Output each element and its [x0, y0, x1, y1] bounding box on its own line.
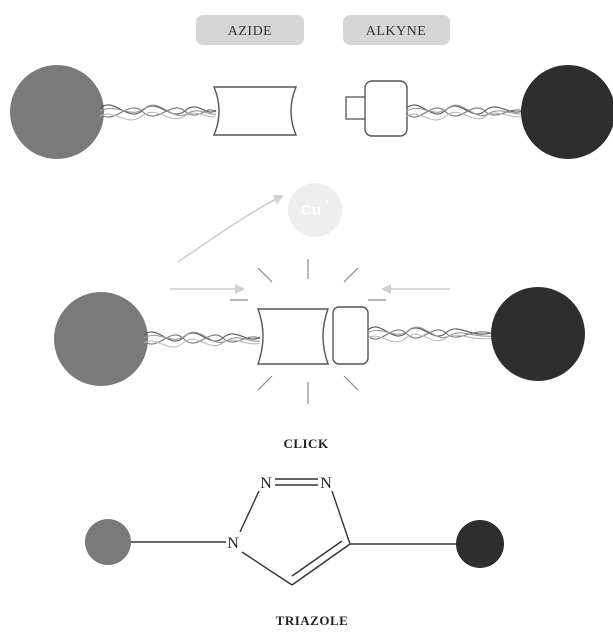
- bond-n1-n2: [239, 490, 260, 533]
- right-sphere: [491, 287, 585, 381]
- azide-label-pill: AZIDE: [196, 15, 304, 45]
- burst-line: [257, 375, 273, 391]
- atom-n1: N: [227, 535, 239, 552]
- left-molecule-middle: [54, 292, 330, 386]
- burst-line: [343, 267, 359, 283]
- azide-label: AZIDE: [228, 24, 273, 39]
- triazole-structure: N N N: [85, 475, 504, 586]
- right-sphere: [456, 520, 504, 568]
- bond-n3-c4: [331, 490, 351, 545]
- atom-n2: N: [260, 475, 272, 492]
- right-sphere: [521, 65, 613, 159]
- alkyne-label: ALKYNE: [366, 24, 427, 39]
- bond-c4-c5-double: [291, 540, 343, 577]
- reaction-burst: [230, 259, 386, 404]
- catalyst-symbol: Cu: [301, 202, 321, 219]
- catalyst-charge: +: [324, 197, 329, 207]
- azide-block: [256, 308, 330, 365]
- right-molecule-middle: [332, 287, 585, 381]
- azide-block: [212, 86, 298, 136]
- left-sphere: [85, 519, 131, 565]
- left-linker-middle: [143, 331, 261, 348]
- burst-line: [257, 267, 273, 283]
- right-linker-top: [406, 104, 527, 121]
- right-molecule-top: [345, 65, 613, 159]
- bond-c4-c5: [291, 543, 351, 586]
- atom-n3: N: [320, 475, 332, 492]
- triazole-caption: TRIAZOLE: [276, 613, 349, 628]
- burst-line: [343, 375, 359, 391]
- left-sphere: [10, 65, 104, 159]
- left-sphere: [54, 292, 148, 386]
- alkyne-block: [364, 80, 408, 137]
- alkyne-block: [332, 306, 369, 365]
- click-caption: CLICK: [283, 436, 329, 451]
- catalyst-circle: [288, 183, 342, 237]
- triazole-bonds: [131, 478, 456, 586]
- left-linker-top: [99, 104, 217, 121]
- copper-catalyst: Cu +: [177, 183, 342, 263]
- alkyne-label-pill: ALKYNE: [343, 15, 450, 45]
- right-linker-middle: [367, 326, 496, 343]
- catalyst-arrow: [177, 195, 284, 263]
- bond-c5-n1: [241, 551, 293, 586]
- left-molecule-top: [10, 65, 298, 159]
